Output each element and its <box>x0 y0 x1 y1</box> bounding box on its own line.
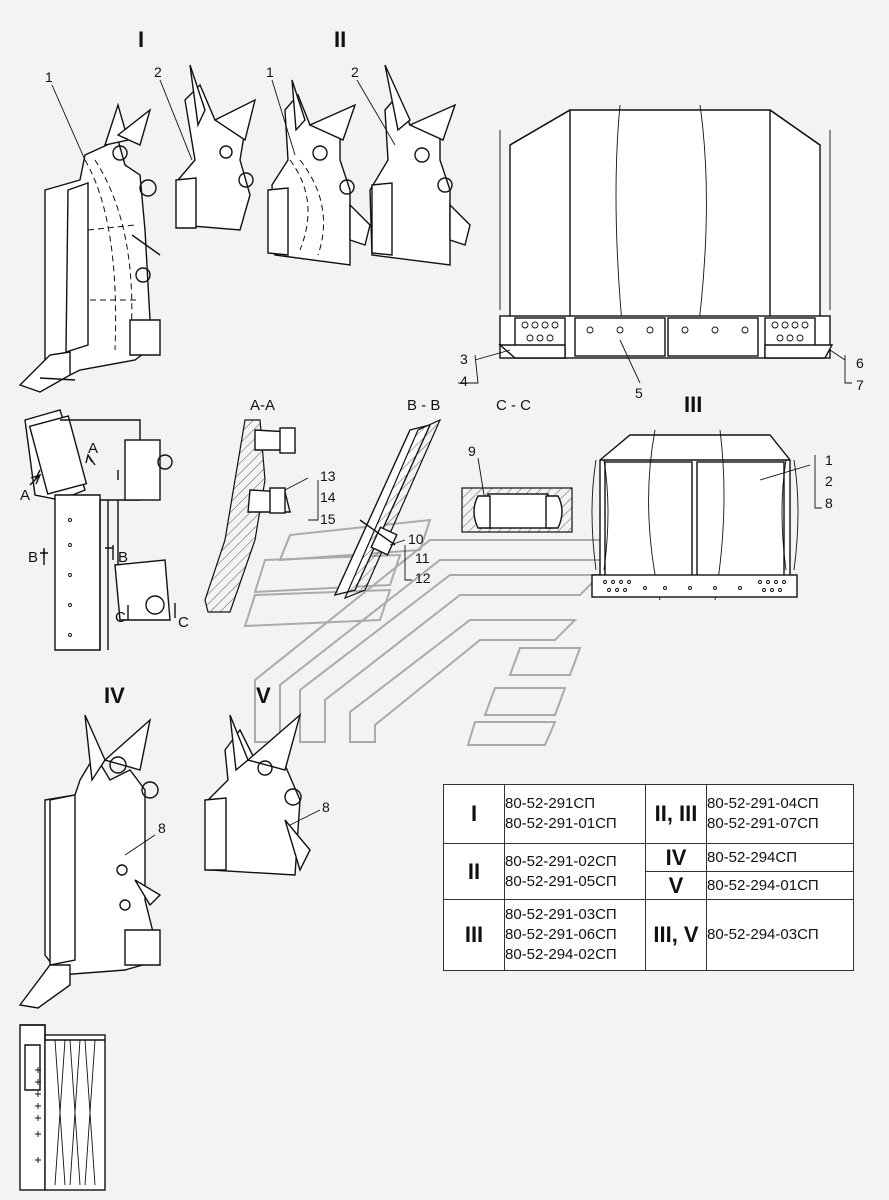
callout-number: 2 <box>154 64 162 80</box>
code-text: 80-52-294-03СП <box>707 926 819 943</box>
callout-number: 1 <box>825 452 833 468</box>
section-aa-drawing <box>204 419 296 613</box>
code-text: 80-52-291СП <box>505 795 595 812</box>
code-text: 80-52-294-02СП <box>505 946 617 963</box>
codes-cell: 80-52-291-03СП 80-52-291-06СП 80-52-294-… <box>504 899 646 971</box>
codes-cell: 80-52-294-03СП <box>706 899 854 971</box>
callout-number: 8 <box>322 799 330 815</box>
view-ii-left-drawing <box>267 79 371 266</box>
section-mark-b-right: B <box>118 549 128 566</box>
view-i-small-drawing <box>175 64 257 231</box>
view-cell: I <box>443 784 505 844</box>
code-text: 80-52-294-01СП <box>707 876 819 894</box>
codes-cell: 80-52-291-02СП 80-52-291-05СП <box>504 843 646 900</box>
callout-number: 6 <box>856 355 864 371</box>
bottom-side-view-drawing <box>19 1024 106 1191</box>
callout-number: 1 <box>45 69 53 85</box>
section-mark-a-left: A <box>20 487 30 504</box>
watermark-logo <box>243 518 623 746</box>
view-cell: IV <box>645 843 707 872</box>
callout-number: 1 <box>266 64 274 80</box>
view-cell: III, V <box>645 899 707 971</box>
section-title-cc: C - C <box>496 397 531 414</box>
view-cell: II, III <box>645 784 707 844</box>
table-row: I 80-52-291СП 80-52-291-01СП II, III 80-… <box>443 784 854 844</box>
codes-cell: 80-52-291-04СП 80-52-291-07СП <box>706 784 854 844</box>
side-profile-drawing <box>24 409 173 651</box>
callout-number: 9 <box>468 443 476 459</box>
view-iv-drawing <box>18 714 162 1009</box>
code-text: 80-52-291-02СП <box>505 852 617 870</box>
codes-cell: 80-52-294-01СП <box>706 871 854 900</box>
code-text: 80-52-291-01СП <box>505 815 617 832</box>
section-title-bb: B - B <box>407 397 440 414</box>
section-mark-c-left: C <box>115 609 126 626</box>
callout-number: 14 <box>320 489 336 505</box>
spec-table: I 80-52-291СП 80-52-291-01СП II, III 80-… <box>443 784 854 971</box>
section-mark-b-left: B <box>28 549 38 566</box>
view-title-i: I <box>138 27 144 52</box>
section-mark-a-right: A <box>88 440 98 457</box>
code-text: 80-52-291-06СП <box>505 926 617 943</box>
codes-cell: 80-52-291СП 80-52-291-01СП <box>504 784 646 844</box>
view-i-drawing <box>18 102 161 393</box>
callout-number: 8 <box>825 495 833 511</box>
blade-front-view <box>498 104 834 359</box>
section-cc-drawing <box>461 487 573 533</box>
callout-number: 11 <box>415 550 430 566</box>
section-mark-c-right: C <box>178 614 189 631</box>
callout-number: 2 <box>825 473 833 489</box>
callout-number: 13 <box>320 468 336 484</box>
view-cell: II <box>443 843 505 900</box>
code-text: 80-52-294СП <box>707 848 797 866</box>
callout-number: 5 <box>635 385 643 401</box>
table-row: V 80-52-294-01СП <box>444 871 854 900</box>
view-ii-right-drawing <box>369 64 471 266</box>
view-iii-drawing <box>591 429 799 601</box>
section-bb-drawing <box>333 418 442 600</box>
callout-number: 3 <box>460 351 468 367</box>
view-cell: III <box>443 899 505 971</box>
view-title-iii: III <box>684 392 702 417</box>
callout-number: 8 <box>158 820 166 836</box>
codes-cell: 80-52-294СП <box>706 843 854 872</box>
view-v-drawing <box>204 712 311 876</box>
callout-number: 2 <box>351 64 359 80</box>
code-text: 80-52-291-07СП <box>707 815 819 832</box>
leader-lines <box>51 79 852 856</box>
callout-number: 10 <box>408 531 424 547</box>
section-title-aa: A-A <box>250 397 275 414</box>
callout-number: 7 <box>856 377 864 393</box>
view-title-ii: II <box>334 27 346 52</box>
code-text: 80-52-291-04СП <box>707 795 819 812</box>
table-row: III 80-52-291-03СП 80-52-291-06СП 80-52-… <box>443 899 854 971</box>
view-title-iv: IV <box>104 683 125 708</box>
section-arrows <box>29 453 176 620</box>
code-text: 80-52-291-03СП <box>505 906 617 923</box>
callout-number: 12 <box>415 570 431 586</box>
callout-number: 4 <box>460 373 468 389</box>
callout-number: 15 <box>320 511 336 527</box>
table-row: II 80-52-291-02СП 80-52-291-05СП IV 80-5… <box>443 843 854 900</box>
code-text: 80-52-291-05СП <box>505 872 617 890</box>
view-title-v: V <box>256 683 271 708</box>
view-cell: V <box>645 871 707 900</box>
